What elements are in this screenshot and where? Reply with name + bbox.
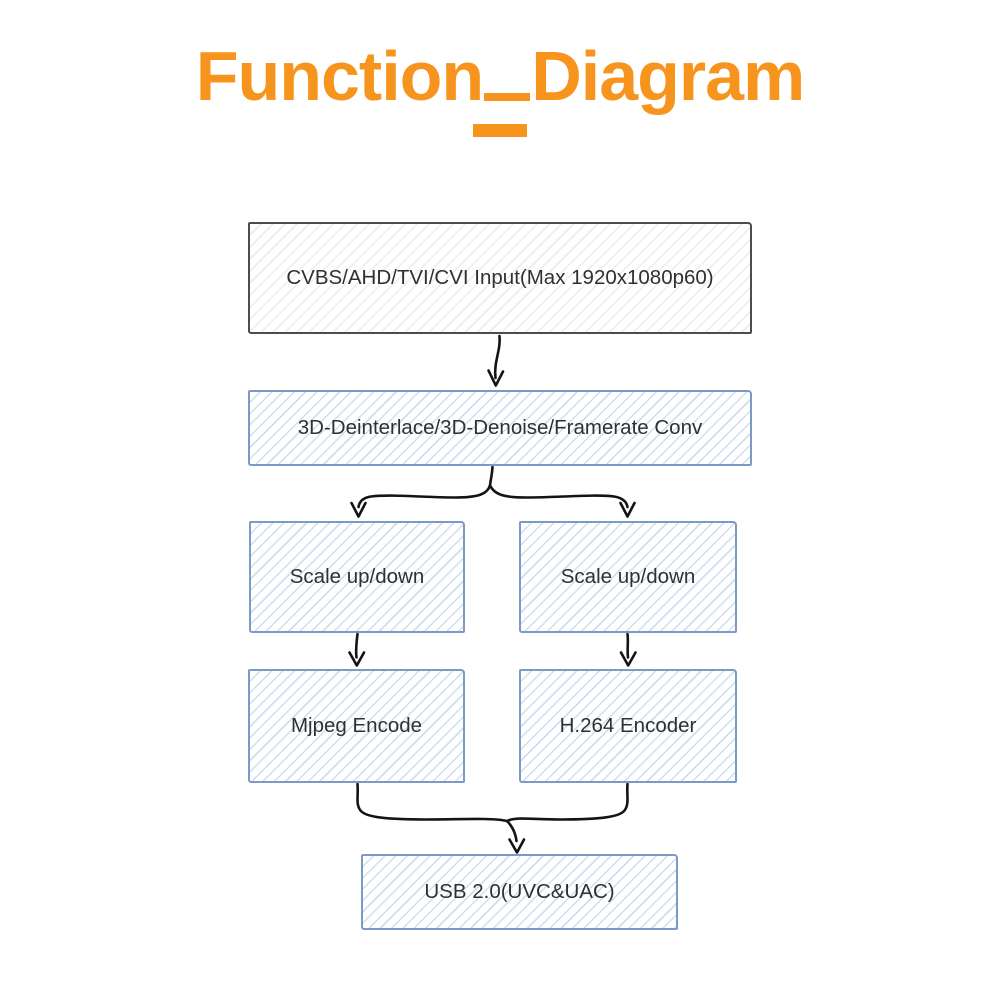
edge-mjpeg-merge — [356, 782, 509, 823]
arrowhead-usb — [508, 838, 526, 854]
title-word-function: Function — [195, 37, 484, 115]
node-scale-right: Scale up/down — [519, 521, 737, 633]
edge-scale-right-h264 — [626, 632, 630, 659]
node-h264-encoder: H.264 Encoder — [519, 669, 737, 783]
node-mjpeg-label: Mjpeg Encode — [290, 714, 423, 737]
node-input-label: CVBS/AHD/TVI/CVI Input(Max 1920x1080p60) — [286, 266, 714, 289]
title-dash-decoration — [473, 123, 527, 137]
edge-process-scale-left — [357, 484, 492, 509]
arrowhead-scale-left — [350, 501, 367, 518]
node-usb-label: USB 2.0(UVC&UAC) — [424, 880, 615, 903]
node-usb-output: USB 2.0(UVC&UAC) — [361, 854, 678, 930]
edge-input-process — [493, 334, 501, 380]
arrowhead-h264 — [619, 651, 637, 667]
title-word-diagram: Diagram — [531, 37, 805, 115]
node-deinterlace-label: 3D-Deinterlace/3D-Denoise/Framerate Conv — [297, 416, 703, 439]
arrowhead-scale-right — [619, 501, 636, 518]
node-h264-label: H.264 Encoder — [559, 714, 697, 737]
page-title: Function Diagram — [0, 36, 1000, 137]
node-deinterlace-denoise-framerate: 3D-Deinterlace/3D-Denoise/Framerate Conv — [248, 390, 752, 466]
node-mjpeg-encode: Mjpeg Encode — [248, 669, 465, 783]
arrowhead-mjpeg — [348, 651, 366, 667]
edge-process-scale-right — [488, 484, 629, 509]
node-scale-right-label: Scale up/down — [560, 565, 696, 588]
arrowhead-process — [487, 369, 505, 387]
edge-scale-left-mjpeg — [354, 632, 359, 659]
edge-process-split-stub — [488, 465, 494, 487]
node-scale-left-label: Scale up/down — [289, 565, 425, 588]
title-underscore-decoration — [484, 93, 531, 101]
edge-merge-usb — [505, 819, 518, 843]
node-input: CVBS/AHD/TVI/CVI Input(Max 1920x1080p60) — [248, 222, 752, 334]
edge-h264-merge — [505, 782, 629, 823]
node-scale-left: Scale up/down — [249, 521, 465, 633]
